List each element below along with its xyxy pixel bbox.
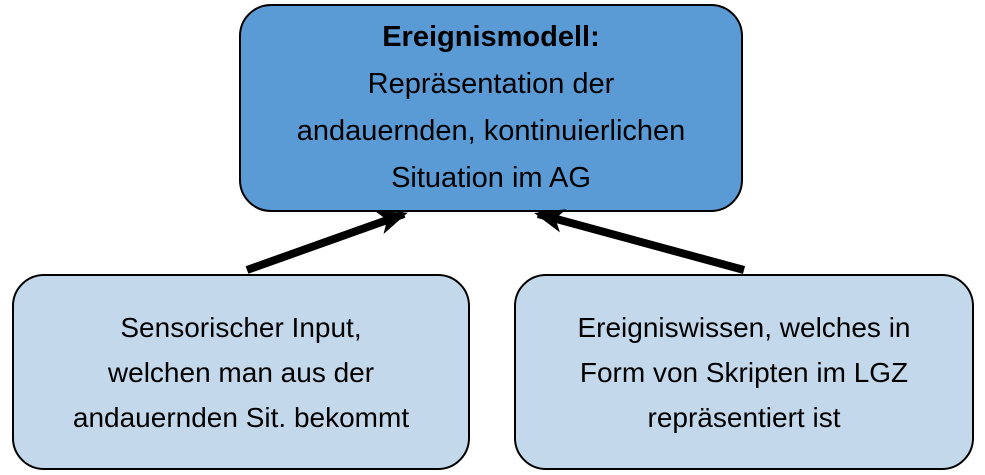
sensory-input-node: Sensorischer Input, welchen man aus der …: [12, 274, 470, 470]
event-knowledge-node: Ereigniswissen, welches in Form von Skri…: [514, 274, 974, 470]
event-knowledge-line: Ereigniswissen, welches in: [577, 311, 911, 343]
event-model-line: Situation im AG: [391, 162, 591, 194]
arrow-sensory-input-to-event-model: [245, 210, 408, 274]
event-knowledge-line: Form von Skripten im LGZ: [579, 356, 909, 388]
sensory-input-line: andauernden Sit. bekommt: [72, 401, 410, 433]
sensory-input-line: welchen man aus der: [107, 356, 375, 388]
arrow-event-knowledge-to-event-model: [534, 209, 746, 274]
event-knowledge-line: repräsentiert ist: [647, 401, 841, 433]
sensory-input-line: Sensorischer Input,: [120, 311, 362, 343]
event-model-line: Repräsentation der: [367, 68, 615, 100]
event-model-node: Ereignismodell: Repräsentation der andau…: [239, 4, 743, 212]
event-model-title: Ereignismodell:: [382, 21, 600, 53]
event-model-line: andauernden, kontinuierlichen: [296, 115, 686, 147]
